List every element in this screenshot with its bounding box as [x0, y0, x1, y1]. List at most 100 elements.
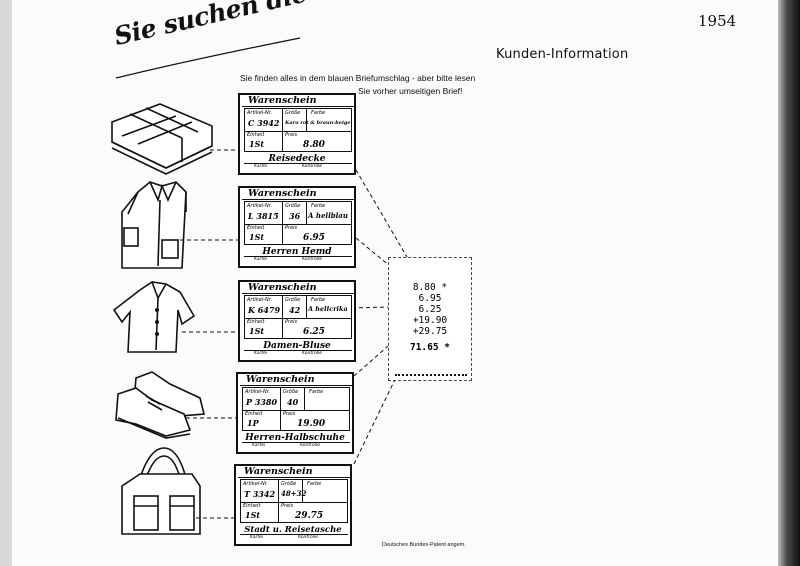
- card-title: Warenschein: [240, 374, 352, 386]
- price-label: Preis: [285, 225, 298, 231]
- size-label: Größe: [285, 297, 301, 303]
- blanket-icon: [111, 103, 213, 175]
- price-value: 6.95: [303, 233, 325, 243]
- price-label: Preis: [285, 132, 298, 138]
- unit-label: Einheit: [245, 411, 263, 417]
- article-no-label: Artikel-Nr.: [247, 203, 272, 209]
- card-fields: Artikel-Nr. Größe Farbe T 3342 48+32 Ein…: [240, 479, 348, 523]
- kontrolle-label: Kontrolle: [302, 164, 323, 169]
- card-fields: Artikel-Nr. Größe Farbe P 3380 40 Einhei…: [242, 387, 350, 431]
- unit-value: 1P: [247, 418, 259, 428]
- card-footer: Kartei Kontrolle: [244, 163, 352, 172]
- unit-label: Einheit: [247, 132, 265, 138]
- subtitle-line-1: Sie finden alles in dem blauen Briefumsc…: [240, 73, 476, 83]
- section-heading: Kunden-Information: [496, 47, 629, 62]
- receipt-tear-edge: [395, 374, 467, 380]
- receipt-slip: 8.80 * 6.95 6.25 +19.90 +29.75 71.65 *: [388, 257, 472, 381]
- receipt-total: 71.65 *: [409, 342, 451, 353]
- color-value: A hellblau: [308, 211, 348, 220]
- size-value: 42: [289, 305, 301, 315]
- page-left-edge: [0, 0, 12, 566]
- kartei-label: Kartei: [254, 164, 268, 169]
- shirt-icon: [121, 181, 187, 269]
- book-spine: [778, 0, 800, 566]
- color-label: Farbe: [311, 203, 326, 209]
- article-no-value: P 3380: [246, 397, 278, 407]
- product-name: Reisedecke: [268, 154, 326, 164]
- receipt-line: +29.75: [412, 326, 448, 337]
- kartei-label: Kartei: [250, 535, 264, 540]
- size-label: Größe: [285, 110, 301, 116]
- article-no-label: Artikel-Nr.: [247, 297, 272, 303]
- product-card: Warenschein Artikel-Nr. Größe Farbe T 33…: [234, 464, 352, 546]
- price-value: 6.25: [303, 327, 325, 337]
- card-footer: Kartei Kontrolle: [242, 442, 350, 451]
- unit-value: 1St: [245, 510, 261, 520]
- size-value: 40: [287, 397, 299, 407]
- product-card: Warenschein Artikel-Nr. Größe Farbe C 39…: [238, 93, 356, 175]
- patent-note: Deutsches Bundes-Patent angem.: [382, 542, 466, 548]
- color-label: Farbe: [309, 389, 324, 395]
- unit-label: Einheit: [247, 225, 265, 231]
- receipt-line: 8.80 *: [412, 282, 448, 293]
- color-label: Farbe: [311, 110, 326, 116]
- subtitle-line-2: Sie vorher umseitigen Brief!: [358, 86, 463, 96]
- bag-icon: [121, 447, 201, 535]
- product-name: Herren Hemd: [262, 247, 332, 257]
- article-no-label: Artikel-Nr.: [243, 481, 268, 487]
- article-no-label: Artikel-Nr.: [247, 110, 272, 116]
- size-value: 36: [289, 211, 301, 221]
- article-no-value: K 6479: [248, 305, 281, 315]
- unit-label: Einheit: [247, 319, 265, 325]
- size-label: Größe: [285, 203, 301, 209]
- color-value: A hellcrika: [308, 305, 348, 313]
- unit-label: Einheit: [243, 503, 261, 509]
- article-no-value: L 3815: [248, 211, 279, 221]
- card-footer: Kartei Kontrolle: [244, 350, 352, 359]
- kartei-label: Kartei: [254, 257, 268, 262]
- size-label: Größe: [281, 481, 297, 487]
- card-title: Warenschein: [242, 282, 354, 294]
- kontrolle-label: Kontrolle: [298, 535, 319, 540]
- kontrolle-label: Kontrolle: [302, 257, 323, 262]
- kontrolle-label: Kontrolle: [302, 351, 323, 356]
- card-footer: Kartei Kontrolle: [244, 256, 352, 265]
- article-no-label: Artikel-Nr.: [245, 389, 270, 395]
- price-label: Preis: [283, 411, 296, 417]
- product-card: Warenschein Artikel-Nr. Größe Farbe P 33…: [236, 372, 354, 454]
- price-label: Preis: [281, 503, 294, 509]
- product-name: Herren-Halbschuhe: [245, 433, 345, 443]
- receipt-line: 6.95: [418, 293, 442, 304]
- price-value: 19.90: [297, 419, 326, 429]
- card-title: Warenschein: [242, 188, 354, 200]
- card-footer: Kartei Kontrolle: [240, 534, 348, 543]
- unit-value: 1St: [249, 139, 265, 149]
- color-label: Farbe: [311, 297, 326, 303]
- product-name: Damen-Bluse: [263, 341, 331, 351]
- size-value: 48+32: [281, 489, 307, 498]
- color-label: Farbe: [307, 481, 322, 487]
- card-title: Warenschein: [238, 466, 350, 478]
- year-label: 1954: [698, 12, 737, 30]
- kartei-label: Kartei: [252, 443, 266, 448]
- card-title: Warenschein: [242, 95, 354, 107]
- product-name: Stadt u. Reisetasche: [244, 525, 342, 535]
- shoes-icon: [115, 371, 206, 439]
- size-label: Größe: [283, 389, 299, 395]
- price-value: 8.80: [303, 140, 325, 150]
- article-no-value: C 3942: [248, 118, 280, 128]
- blouse-icon: [112, 281, 196, 353]
- product-card: Warenschein Artikel-Nr. Größe Farbe K 64…: [238, 280, 356, 362]
- article-no-value: T 3342: [244, 489, 276, 499]
- price-value: 29.75: [295, 511, 324, 521]
- kontrolle-label: Kontrolle: [300, 443, 321, 448]
- card-fields: Artikel-Nr. Größe Farbe K 6479 42 A hell…: [244, 295, 352, 339]
- price-label: Preis: [285, 319, 298, 325]
- card-fields: Artikel-Nr. Größe Farbe L 3815 36 A hell…: [244, 201, 352, 245]
- kartei-label: Kartei: [254, 351, 268, 356]
- receipt-line: +19.90: [412, 315, 448, 326]
- unit-value: 1St: [249, 326, 265, 336]
- product-card: Warenschein Artikel-Nr. Größe Farbe L 38…: [238, 186, 356, 268]
- color-value: Karo rot & braun-beige: [285, 120, 351, 126]
